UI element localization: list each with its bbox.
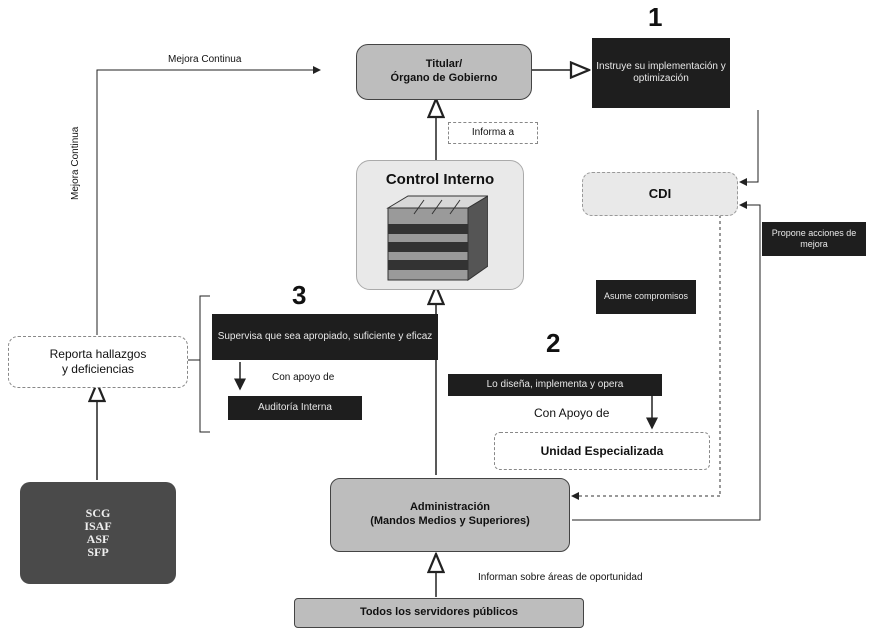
reporta-node: Reporta hallazgos y deficiencias <box>8 336 188 388</box>
administracion-node: Administración (Mandos Medios y Superior… <box>330 478 570 552</box>
supervisa-node: Supervisa que sea apropiado, suficiente … <box>212 314 438 360</box>
mejora-continua-label: Mejora Continua <box>168 54 242 65</box>
mejora-continua-vertical-label: Mejora Continua <box>70 126 81 200</box>
auditoria-node: Auditoría Interna <box>228 396 362 420</box>
disena-node: Lo diseña, implementa y opera <box>448 374 662 396</box>
step-number-2: 2 <box>546 328 561 358</box>
control-cube-graphic <box>380 194 490 282</box>
informa-label: Informa a <box>448 122 538 144</box>
con-apoyo-2-label: Con Apoyo de <box>534 406 610 420</box>
fiscalizadores-node: SCG ISAF ASF SFP <box>20 482 176 584</box>
step-number-1: 1 <box>648 2 663 32</box>
step-number-3: 3 <box>292 280 307 310</box>
propone-node: Propone acciones de mejora <box>762 222 866 256</box>
unidad-node: Unidad Especializada <box>494 432 710 470</box>
asume-node: Asume compromisos <box>596 280 696 314</box>
cdi-node: CDI <box>582 172 738 216</box>
con-apoyo-label: Con apoyo de <box>272 372 335 383</box>
control-interno-label: Control Interno <box>385 171 495 188</box>
instruye-node: Instruye su implementación y optimizació… <box>592 38 730 108</box>
todos-node: Todos los servidores públicos <box>294 598 584 628</box>
informan-label: Informan sobre áreas de oportunidad <box>478 572 643 583</box>
titular-node: Titular/ Órgano de Gobierno <box>356 44 532 100</box>
